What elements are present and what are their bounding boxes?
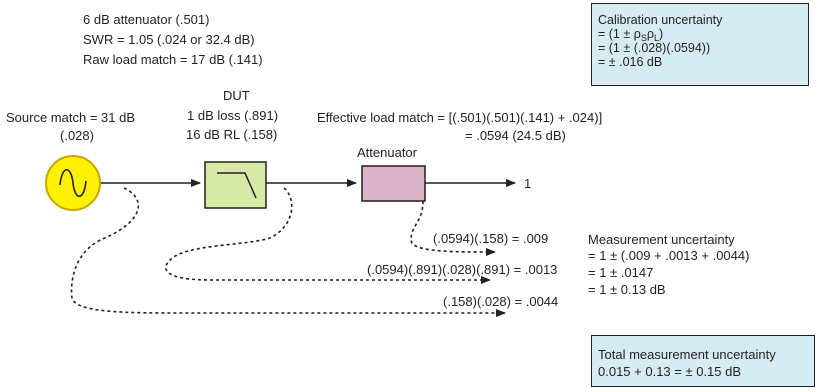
raw-load-match: Raw load match = 17 dB (.141) [83,52,263,67]
reflection-path-3 [70,187,506,317]
calibration-uncertainty-box: Calibration uncertainty = (1 ± ρSρL) = (… [591,3,809,86]
dut-title: DUT [223,88,250,103]
measurement-uncertainty-title: Measurement uncertainty [588,232,735,247]
attenuator-label: Attenuator [357,145,417,160]
dut-block [204,161,267,209]
effective-load-match-result: = .0594 (24.5 dB) [465,128,566,143]
port-1-label: 1 [524,176,532,191]
reflection-path-2 [165,187,491,284]
dut-loss: 1 dB loss (.891) [187,108,279,123]
path-term-3: (.158)(.028) = .0044 [443,294,559,309]
swr-spec: SWR = 1.05 (.024 or 32.4 dB) [83,32,255,47]
total-uncertainty-title: Total measurement uncertainty [598,347,776,362]
total-uncertainty-box: Total measurement uncertainty 0.015 + 0.… [591,335,815,387]
path-term-2: (.0594)(.891)(.028)(.891) = .0013 [367,262,558,277]
source-match-value: (.028) [60,128,94,143]
calibration-values: = (1 ± (.028)(.0594)) [598,41,711,55]
path-term-1: (.0594)(.158) = .009 [433,231,549,246]
effective-load-match-formula: Effective load match = [(.501)(.501)(.14… [317,110,603,125]
total-uncertainty-result: 0.015 + 0.13 = ± 0.15 dB [598,364,742,379]
attenuator-block [361,165,426,202]
source-icon [45,155,101,211]
lowpass-filter-icon [217,172,257,199]
dut-return-loss: 16 dB RL (.158) [186,127,278,142]
calibration-formula: = (1 ± ρSρL) [598,27,664,43]
source-match-label: Source match = 31 dB [6,110,135,125]
measurement-uncertainty-sum: = 1 ± (.009 + .0013 + .0044) [588,248,750,263]
attenuator-spec: 6 dB attenuator (.501) [83,12,210,27]
measurement-uncertainty-db: = 1 ± 0.13 dB [588,282,666,297]
calibration-title: Calibration uncertainty [598,13,723,27]
measurement-uncertainty-total: = 1 ± .0147 [588,265,654,280]
calibration-result: = ± .016 dB [598,55,663,69]
